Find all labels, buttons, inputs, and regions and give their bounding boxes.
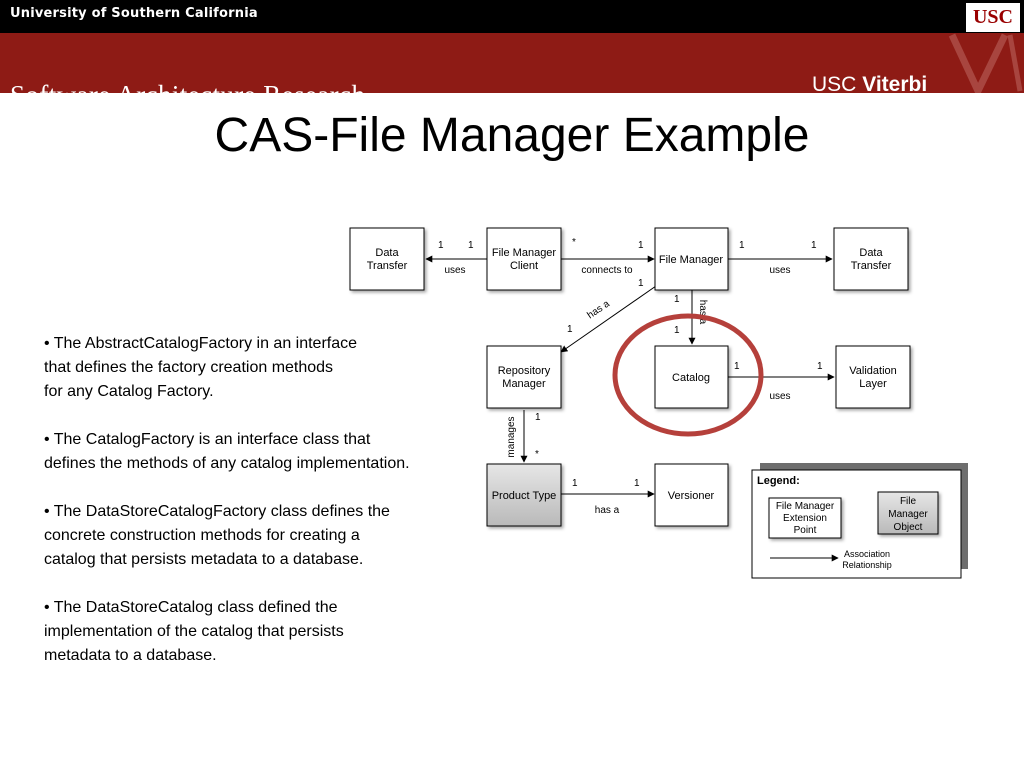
node-label: Transfer	[851, 260, 892, 272]
node-fm-client: File Manager Client	[486, 227, 562, 291]
edge-label: connects to	[581, 265, 633, 276]
legend-label: Relationship	[842, 560, 892, 570]
bullet-list: • The AbstractCatalogFactory in an inter…	[44, 332, 484, 692]
node-label: Data	[375, 247, 399, 259]
multiplicity: 1	[674, 294, 680, 305]
viterbi-logo-sub: School of Engineering	[812, 97, 930, 111]
top-bar: University of Southern California USC	[0, 0, 1024, 33]
node-label: Client	[510, 260, 538, 272]
node-catalog: Catalog	[654, 345, 729, 409]
page-title: CAS-File Manager Example	[214, 109, 810, 162]
edge-label: has a	[595, 505, 620, 516]
multiplicity: 1	[634, 478, 640, 489]
node-label: File Manager	[659, 254, 724, 266]
node-versioner: Versioner	[654, 463, 729, 527]
viterbi-logo: USC Viterbi School of Engineering	[812, 73, 929, 111]
usc-logo: USC	[966, 3, 1020, 32]
legend-label: Object	[894, 522, 923, 533]
node-data-transfer-left: Data Transfer	[349, 227, 425, 291]
edge-labels: 1 1 uses * 1 connects to 1 1 uses 1 1 ha…	[438, 237, 823, 516]
bullet-item: • The AbstractCatalogFactory in an inter…	[44, 335, 358, 400]
legend-label: Association	[844, 549, 890, 559]
multiplicity: *	[535, 449, 539, 460]
multiplicity: 1	[638, 240, 644, 251]
edge-label: manages	[506, 416, 517, 457]
node-validation-layer: Validation Layer	[835, 345, 911, 409]
node-label: File Manager	[492, 247, 557, 259]
highlight-circle	[612, 313, 764, 437]
edge-label: has a	[585, 298, 612, 321]
multiplicity: 1	[638, 278, 644, 289]
banner-decoration	[948, 33, 1023, 93]
bullet-item: • The CatalogFactory is an interface cla…	[44, 431, 410, 472]
node-label: Versioner	[668, 490, 715, 502]
legend-extension-point-box	[768, 497, 842, 539]
bullet-item: • The DataStoreCatalogFactory class defi…	[44, 503, 390, 568]
legend-label: Point	[794, 525, 817, 536]
edge-label: uses	[769, 391, 790, 402]
legend: Legend: File Manager Extension Point Fil…	[751, 463, 968, 579]
node-label: Manager	[502, 378, 546, 390]
banner: Software Architecture Research USC Viter…	[0, 33, 1024, 111]
node-data-transfer-right: Data Transfer	[833, 227, 909, 291]
university-name: University of Southern California	[10, 6, 258, 21]
multiplicity: 1	[468, 240, 474, 251]
edge-fm-has-repo	[560, 285, 657, 353]
multiplicity: 1	[535, 412, 541, 423]
node-product-type: Product Type	[486, 463, 562, 527]
node-label: Transfer	[367, 260, 408, 272]
edges	[425, 255, 835, 498]
multiplicity: *	[572, 237, 576, 248]
legend-label: Extension	[783, 513, 827, 524]
node-repository-manager: Repository Manager	[486, 345, 562, 409]
banner-title: Software Architecture Research	[10, 80, 366, 110]
legend-label: Manager	[888, 509, 928, 520]
edge-label: uses	[769, 265, 790, 276]
node-label: Layer	[859, 378, 887, 390]
node-label: Data	[859, 247, 883, 259]
node-label: Repository	[498, 365, 551, 377]
multiplicity: 1	[674, 325, 680, 336]
node-label: Catalog	[672, 372, 710, 384]
multiplicity: 1	[817, 361, 823, 372]
legend-title: Legend:	[757, 475, 800, 487]
multiplicity: 1	[567, 324, 573, 335]
node-label: Validation	[849, 365, 897, 377]
node-label: Product Type	[492, 490, 557, 502]
node-file-manager: File Manager	[654, 227, 729, 291]
multiplicity: 1	[739, 240, 745, 251]
legend-label: File Manager	[776, 501, 835, 512]
bullet-item: • The DataStoreCatalog class defined the…	[44, 599, 344, 664]
viterbi-logo-usc: USC	[812, 73, 863, 96]
edge-label: uses	[444, 265, 465, 276]
multiplicity: 1	[811, 240, 817, 251]
edge-label: has a	[697, 300, 708, 325]
multiplicity: 1	[572, 478, 578, 489]
legend-label: File	[900, 496, 917, 507]
viterbi-logo-name: Viterbi	[862, 73, 928, 96]
multiplicity: 1	[438, 240, 444, 251]
legend-object-box	[877, 491, 939, 535]
multiplicity: 1	[734, 361, 740, 372]
nodes: Data Transfer File Manager Client File M…	[349, 227, 911, 527]
